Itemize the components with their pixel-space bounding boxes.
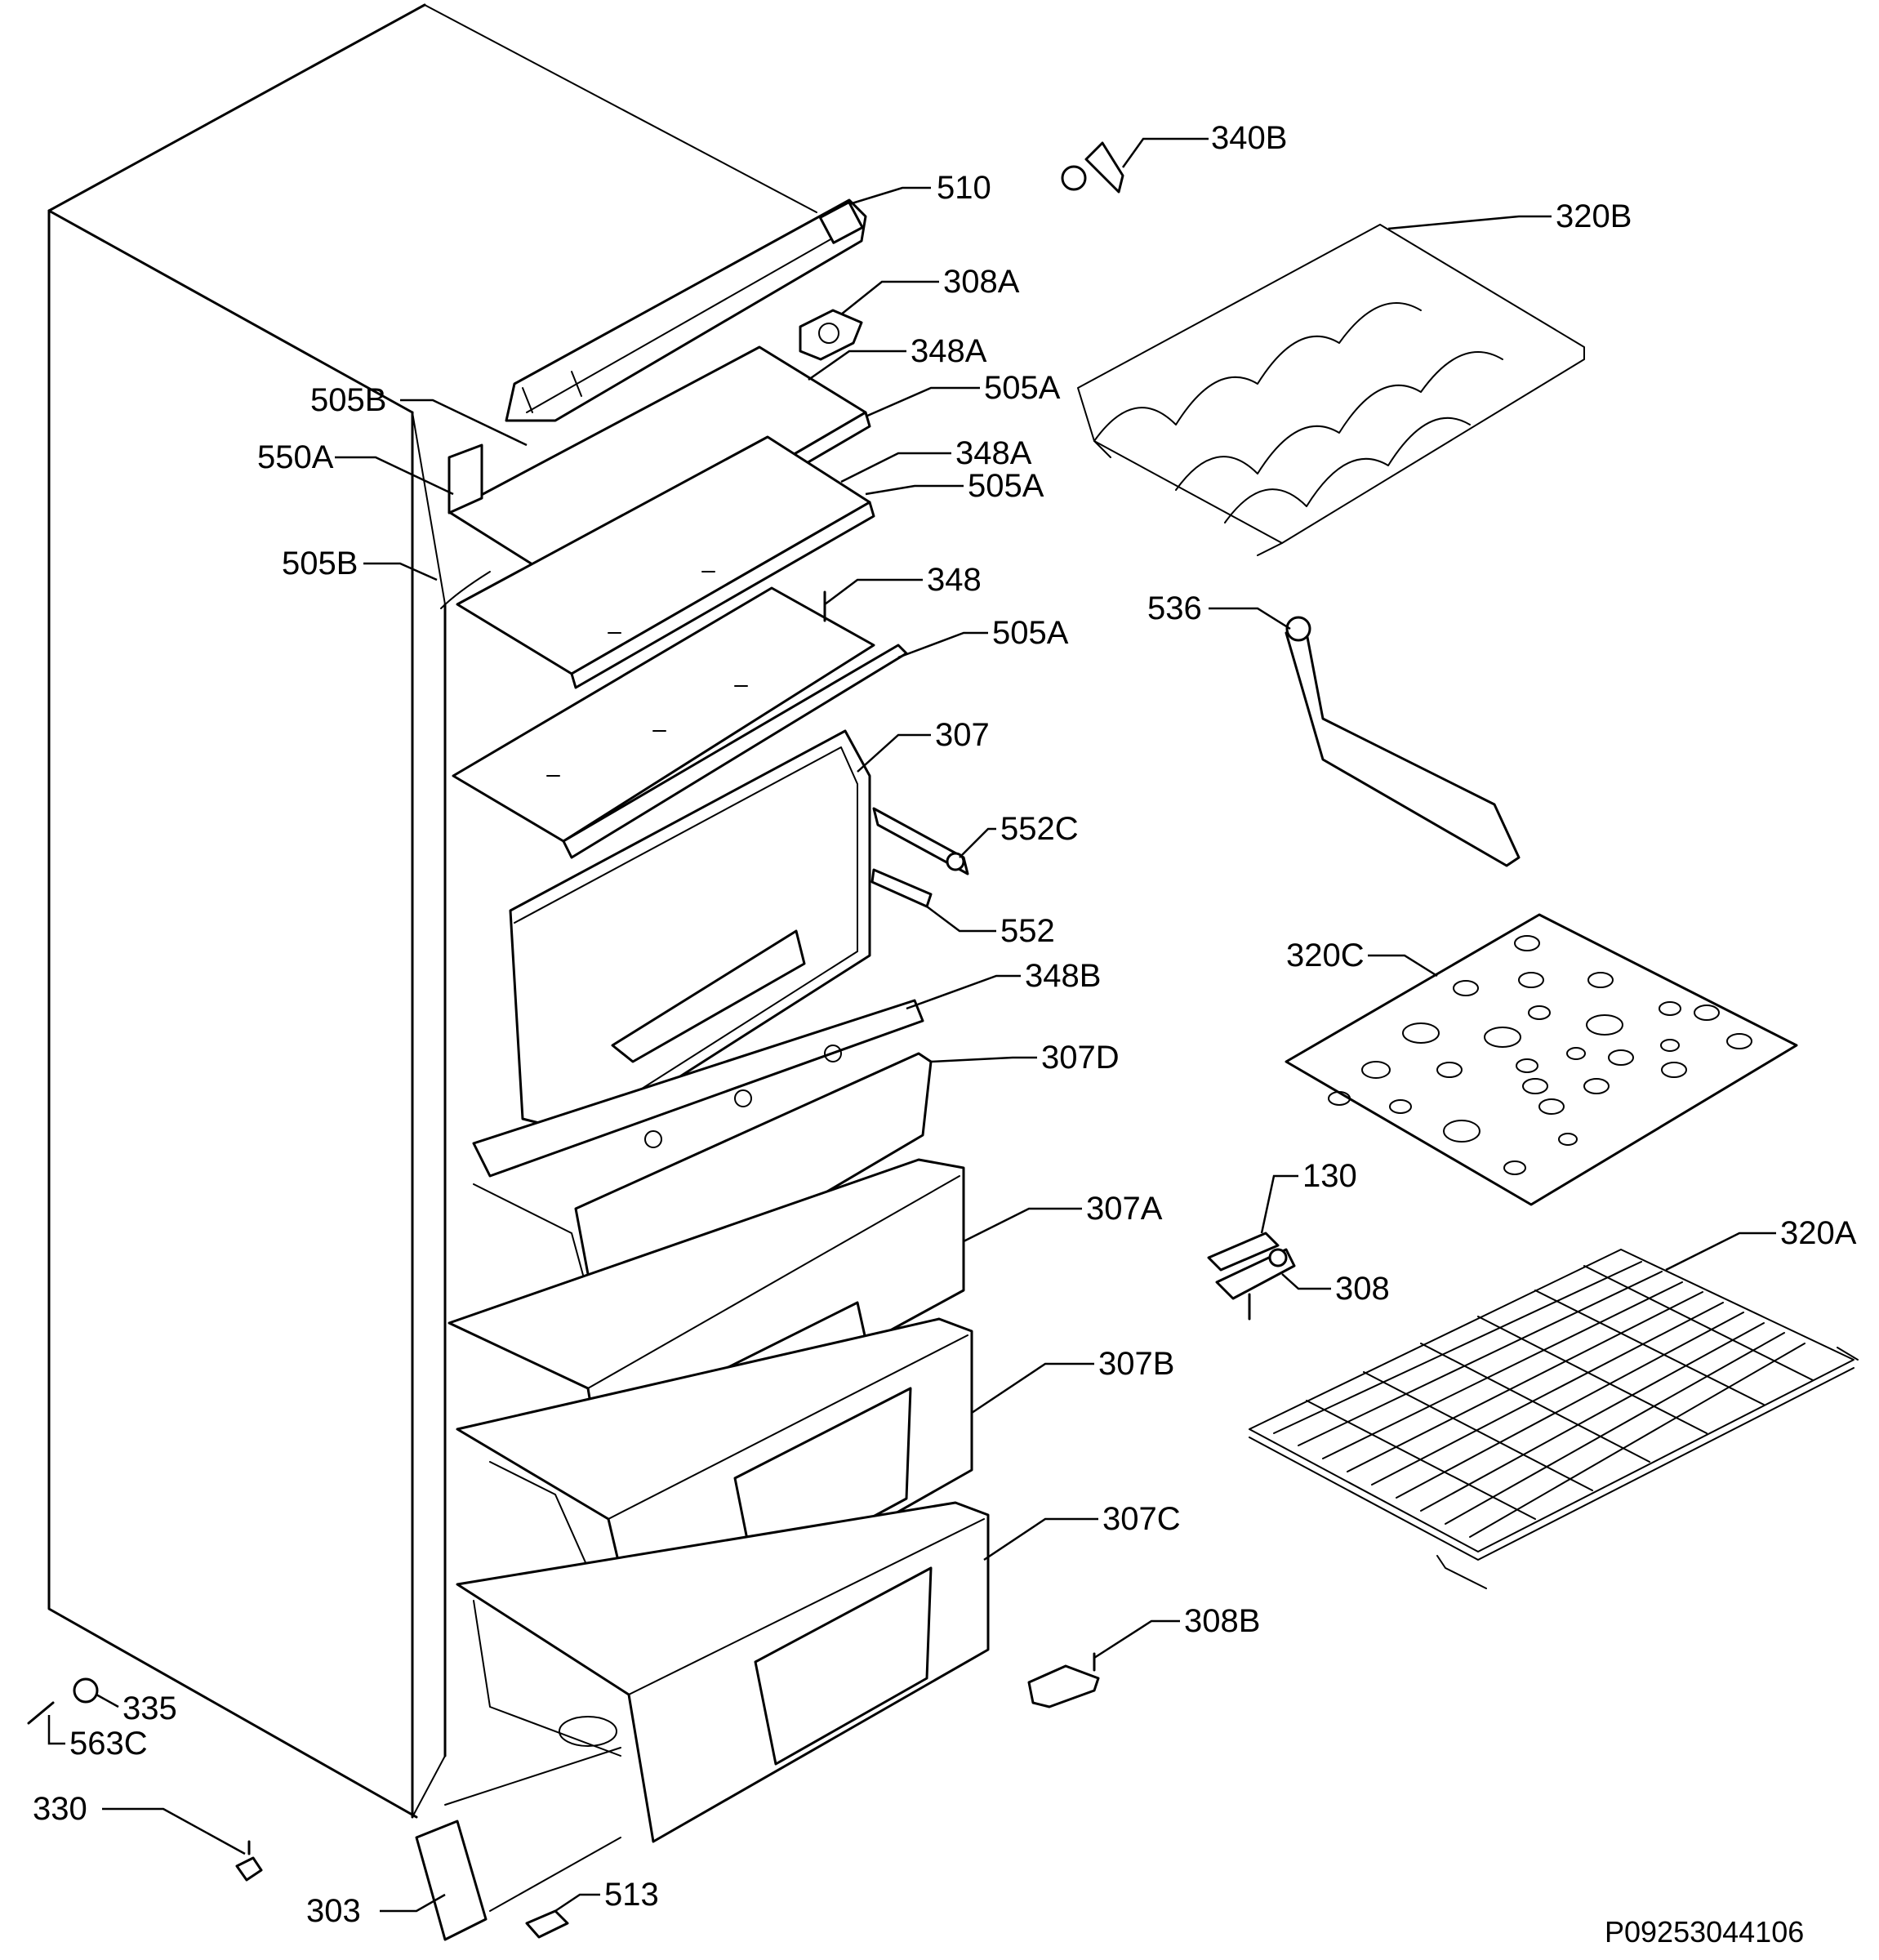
- label-320a: 320A: [1780, 1215, 1857, 1251]
- label-320c: 320C: [1286, 938, 1365, 973]
- label-307: 307: [935, 717, 990, 753]
- part-308-hinge: [1215, 1248, 1296, 1321]
- label-330: 330: [33, 1791, 87, 1827]
- part-348b-frame: [472, 999, 924, 1178]
- label-550a: 550A: [257, 439, 334, 475]
- label-510: 510: [937, 170, 991, 206]
- part-550a-bracket: [447, 443, 483, 514]
- cabinet-body: [47, 3, 817, 1819]
- label-308: 308: [1335, 1271, 1390, 1307]
- part-130-hinge-plate: [1207, 1232, 1280, 1272]
- part-340b-sensor: [1061, 141, 1124, 194]
- label-130: 130: [1302, 1158, 1357, 1194]
- label-307c: 307C: [1102, 1501, 1181, 1537]
- label-320b: 320B: [1556, 198, 1632, 234]
- label-348a-1: 348A: [911, 333, 987, 369]
- part-320c-perforated-tray: [1285, 913, 1798, 1206]
- label-348: 348: [927, 562, 982, 598]
- label-505a-1: 505A: [984, 370, 1061, 406]
- part-330-foot: [235, 1840, 263, 1882]
- label-552: 552: [1000, 913, 1055, 949]
- label-505a-2: 505A: [968, 468, 1044, 504]
- part-513-clip: [525, 1909, 569, 1939]
- part-308b-hinge: [1027, 1652, 1100, 1708]
- label-513: 513: [604, 1877, 659, 1913]
- part-320a-wire-shelf: [1249, 1249, 1859, 1589]
- part-307-crisper-cover: [509, 729, 871, 1137]
- part-552c-slide: [872, 807, 969, 875]
- label-552c: 552C: [1000, 811, 1079, 847]
- part-510-control-panel: [505, 198, 867, 422]
- part-labels: 340B 510 320B 308A 348A 505B 505A 550A 3…: [33, 120, 1857, 1929]
- leader-lines: [47, 137, 1776, 1913]
- part-308a-hinge: [799, 309, 863, 361]
- label-505b-1: 505B: [310, 382, 386, 418]
- label-307a: 307A: [1086, 1191, 1163, 1227]
- part-536-bottle-holder: [1285, 616, 1521, 867]
- label-303: 303: [306, 1893, 361, 1929]
- part-563c-axle: [27, 1701, 55, 1725]
- label-335: 335: [122, 1690, 177, 1726]
- tray-holes: [1328, 935, 1752, 1175]
- part-glass-shelf-middle: [456, 435, 875, 689]
- label-308a: 308A: [943, 264, 1020, 300]
- label-348a-2: 348A: [955, 435, 1032, 471]
- label-563c: 563C: [69, 1726, 148, 1762]
- part-335-roller: [73, 1677, 99, 1704]
- label-348b: 348B: [1025, 958, 1101, 994]
- part-552-slide: [870, 868, 933, 908]
- label-307d: 307D: [1041, 1040, 1120, 1076]
- label-340b: 340B: [1211, 120, 1287, 156]
- part-303-kickplate: [415, 1747, 621, 1941]
- label-505a-3: 505A: [992, 615, 1069, 651]
- label-505b-2: 505B: [282, 546, 358, 581]
- document-number: P09253044106: [1605, 1915, 1804, 1949]
- label-308b: 308B: [1184, 1603, 1260, 1639]
- part-307c-drawer: [456, 1501, 990, 1843]
- part-320b-bottle-rack: [1077, 224, 1585, 556]
- label-307b: 307B: [1098, 1346, 1174, 1382]
- label-536: 536: [1147, 590, 1202, 626]
